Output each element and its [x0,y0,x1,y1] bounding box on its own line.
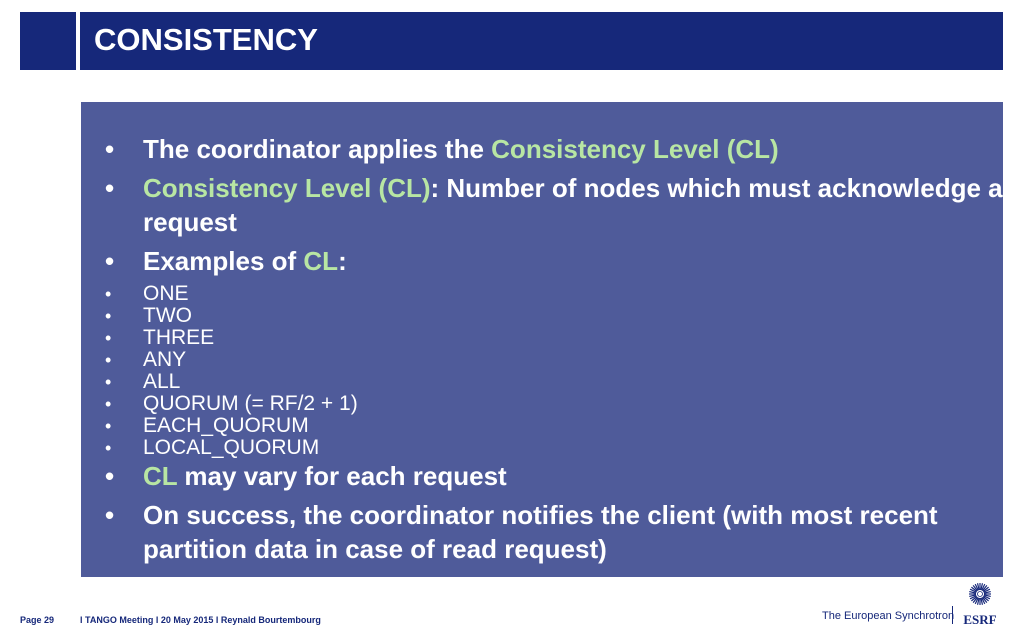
bullet-text: ONE [143,282,189,305]
footer-page-number: Page 29 [20,615,55,625]
title-bar: CONSISTENCY [80,12,1003,70]
bullet-marker: • [105,500,115,530]
bullet-text: may vary for each request [177,461,507,491]
content-panel: • The coordinator applies the Consistency… [81,102,1003,577]
logo-ray [971,586,978,592]
sub-bullet-item: • LOCAL_QUORUM [81,437,1003,459]
logo-ray [981,583,986,591]
bullet-marker: • [105,246,115,276]
logo-ray [981,597,986,605]
bullet-marker: • [105,416,112,436]
bullet-text: THREE [143,326,215,349]
footer-brand-name: The European Synchrotron [822,610,955,622]
logo-ray [971,596,978,602]
bullet-text: EACH_QUORUM [143,414,309,437]
highlight-text: CL [143,461,178,491]
sub-bullet-item: • ALL [81,371,1003,393]
title-accent-square [20,12,76,70]
bullet-marker: • [105,306,112,326]
bullet-text: ANY [143,348,187,371]
bullet-marker: • [105,438,112,458]
logo-ray [982,596,988,603]
footer-meeting-info: l TANGO Meeting l 20 May 2015 l Reynald … [80,615,321,625]
logo-ray [969,594,977,598]
sub-bullet-item: • ANY [81,349,1003,371]
bullet-marker: • [105,350,112,370]
sub-bullet-item: • ONE [81,283,1003,305]
bullet-text: On success, the coordinator notifies the… [143,500,938,564]
bullet-marker: • [105,461,115,491]
logo-ray [980,583,984,591]
logo-ray [983,590,991,594]
logo-ray [983,588,991,593]
bullet-marker: • [105,284,112,304]
esrf-logo-icon: ESRF [963,583,997,626]
logo-ray [980,597,984,605]
bullet-marker: • [105,394,112,414]
logo-ray [972,585,978,592]
logo-ray [969,590,977,594]
bullet-item: • The coordinator applies the Consistency… [81,132,1003,166]
bullet-text: TWO [143,304,192,327]
sub-bullet-item: • EACH_QUORUM [81,415,1003,437]
logo-ray [976,597,980,605]
sub-bullet-item: • TWO [81,305,1003,327]
logo-ray [982,596,989,602]
bullet-text: The coordinator applies the [143,134,492,164]
bullet-marker: • [105,372,112,392]
logo-ray [976,583,980,591]
highlight-text: Consistency Level (CL) [143,173,431,203]
highlight-text: CL [303,246,339,276]
logo-ray [974,597,979,605]
bullet-text: : [338,246,347,276]
bullet-text: QUORUM (= RF/2 + 1) [143,392,358,415]
logo-ray [969,588,977,593]
bullet-list: • The coordinator applies the Consistency… [81,132,1003,571]
bullet-marker: • [105,328,112,348]
bullet-item: • Examples of CL: [81,244,1003,278]
bullet-marker: • [105,134,115,164]
bullet-text: LOCAL_QUORUM [143,436,320,459]
logo-ray [969,595,977,600]
sub-bullet-item: • QUORUM (= RF/2 + 1) [81,393,1003,415]
logo-ray [983,594,991,598]
logo-ray [983,595,991,600]
logo-ray [982,585,988,592]
slide-title: CONSISTENCY [94,22,318,57]
footer-divider [952,606,953,624]
sub-bullet-item: • THREE [81,327,1003,349]
highlight-text: Consistency Level (CL) [491,134,779,164]
logo-ray [982,586,989,592]
esrf-logo-text: ESRF [963,612,996,626]
bullet-text: ALL [143,370,181,393]
bullet-item: • On success, the coordinator notifies th… [81,498,1003,566]
bullet-item: • Consistency Level (CL): Number of nodes… [81,171,1003,239]
bullet-text: Examples of [143,246,304,276]
bullet-marker: • [105,173,115,203]
bullet-text: : Number of nodes which must acknowledge… [143,173,1003,237]
logo-ray [972,596,978,603]
logo-ray [974,583,979,591]
bullet-item: • CL may vary for each request [81,459,1003,493]
